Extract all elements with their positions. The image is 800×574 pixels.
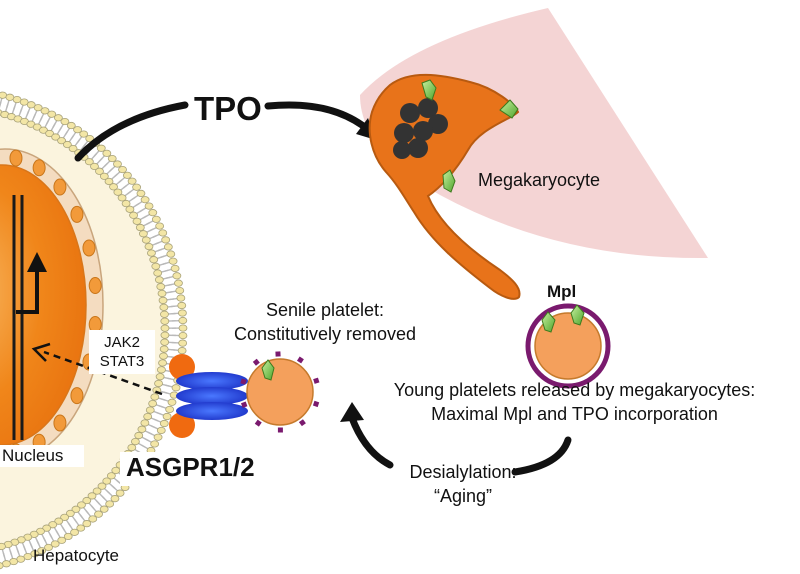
desialylation-line1: Desialylation: [409,462,517,482]
stat3-label: STAT3 [99,353,145,370]
megakaryocyte-label: Megakaryocyte [478,170,601,190]
jak2-label: JAK2 [104,334,140,351]
megakaryocyte-glow [360,8,708,259]
nucleus [0,148,104,462]
asgpr-receptor [169,354,248,438]
jak-stat-box [89,330,155,374]
tpo-label: TPO [194,90,262,127]
hepatocyte-label: Hepatocyte [33,546,119,565]
senile-platelet-line1: Senile platelet: [265,300,385,320]
aging-label: “Aging” [433,486,493,506]
young-platelet [525,303,611,389]
asgpr-label-box [120,452,248,486]
mpl-label: Mpl [547,282,577,301]
young-platelet-label: Young platelets released by megakaryocyt… [352,380,797,425]
senile-platelet-line2: Constitutively removed [233,324,417,344]
jak-stat-label: JAK2 STAT3 [92,333,152,371]
asgpr-label: ASGPR1/2 [126,452,255,482]
megakaryocyte-tpo-markers [421,79,519,193]
megakaryocyte-lobes [393,98,448,159]
senile-platelet-label: Senile platelet: Constitutively removed [230,300,420,345]
senile-platelet [240,351,320,433]
young-platelet-line1: Young platelets released by megakaryocyt… [393,380,756,400]
young-platelet-line2: Maximal Mpl and TPO incorporation [431,404,718,424]
nucleus-label-box [0,445,84,467]
transcription-arrow-icon [16,252,47,314]
desialylation-label: Desialylation: “Aging” [398,462,528,507]
desialylation-arrow [340,402,572,476]
nucleus-label: Nucleus [2,446,64,465]
